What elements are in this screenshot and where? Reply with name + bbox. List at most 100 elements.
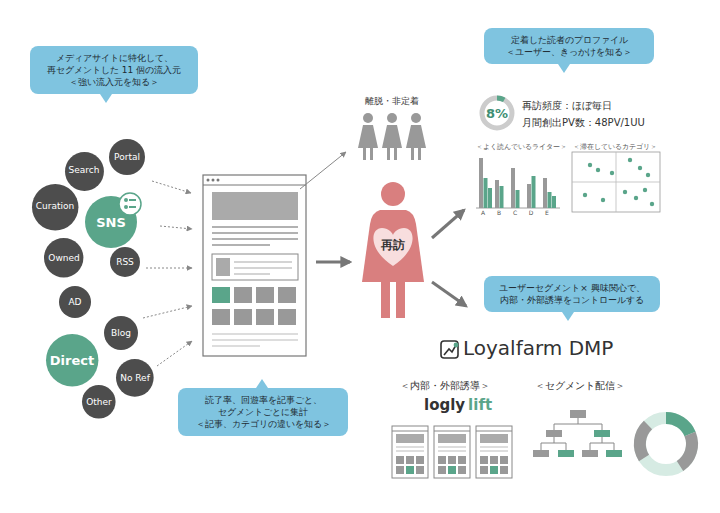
source-circle: AD [59, 286, 91, 318]
web-page-mock-part-part [234, 267, 292, 268]
source-circle: Portal [109, 139, 145, 175]
flow-arrow-part [432, 210, 464, 238]
profile-stat: 月間創出PV数：48PV/1UU [522, 117, 645, 129]
mini-page-mock-part [406, 466, 414, 474]
circle-shape [110, 247, 140, 277]
callout-text: ＜記事、カテゴリの違いを知る＞ [183, 418, 343, 430]
scatter-chart-part [572, 152, 660, 212]
callout-text: ユーザーセグメント× 興味関心で、 内部・外部誘導をコントロールする [489, 282, 655, 306]
scatter-chart-part [638, 166, 642, 170]
web-page-mock-part-part [212, 339, 298, 340]
circle-shape [46, 334, 98, 386]
scatter-chart-part [610, 171, 614, 175]
web-page-mock [203, 175, 306, 356]
segment-tree-part [558, 450, 574, 457]
web-page-mock-part [217, 179, 220, 182]
dmp-logo-icon-part [454, 343, 457, 346]
section-label: ＜セグメント配信＞ [535, 380, 625, 392]
profile-stat: 再訪頻度：ほぼ毎日 [522, 100, 612, 112]
scatter-chart-part [646, 173, 650, 177]
source-circle: Blog [104, 316, 138, 350]
chart-title: ＜滞在しているカテゴリ＞ [573, 144, 657, 151]
callout-text: ＜ユーザー、きっかけを知る＞ [489, 46, 649, 58]
dmp-logo-icon [441, 341, 458, 358]
churn-person-part [363, 113, 373, 123]
source-circle: Search [65, 152, 104, 191]
mini-page-mock-part [396, 466, 404, 474]
person-part [381, 182, 405, 206]
mini-page-mock-part [500, 466, 508, 474]
web-page-mock-part [212, 254, 298, 280]
rate-value: 8% [486, 107, 508, 120]
mini-page-mock-part [476, 426, 512, 478]
segment-tree-part [594, 430, 610, 437]
mini-page-mock-part [438, 434, 466, 443]
axis-label: A [481, 210, 485, 217]
callout-text: 読了率、回遊率を記事ごと、 セグメントごとに集計 [183, 394, 343, 418]
flow-arrow-part [432, 282, 466, 306]
source-circle: SNS [85, 196, 137, 248]
ring-part [497, 96, 505, 103]
web-page-mock-part-part [212, 244, 270, 246]
web-page-mock-part [234, 309, 252, 325]
source-label: SNS [96, 216, 126, 229]
churn-person [358, 113, 426, 160]
mini-page-mock-part [438, 451, 466, 452]
web-page-mock-part-part [212, 238, 298, 240]
product-logo: Loyalfarm DMP [463, 337, 613, 360]
churn-person-part [387, 113, 397, 123]
donut-chart-part [666, 418, 690, 434]
sns-icon [119, 193, 141, 215]
circle-shape [32, 184, 78, 230]
sns-icon-part [124, 205, 128, 209]
bar-chart-part [516, 190, 520, 208]
mini-page-mock-part [392, 431, 428, 432]
source-label: No Ref [120, 374, 150, 383]
churn-person-part [394, 148, 397, 160]
mini-page-mock [392, 426, 512, 478]
mini-page-mock-part [396, 456, 404, 464]
dotted-inflow-arrow-part [152, 181, 191, 193]
segment-tree-part [546, 430, 562, 437]
segment-tree-part [533, 450, 549, 457]
revisit-person: 再訪 [360, 180, 426, 320]
dotted-inflow-arrow-part [143, 306, 192, 318]
axis-label: B [497, 210, 501, 217]
flow-arrow-part [300, 152, 346, 189]
mini-page-mock-part [458, 466, 466, 474]
donut-chart [640, 418, 692, 470]
mini-page-mock-part [480, 456, 488, 464]
source-circle: Other [82, 385, 116, 419]
source-label: AD [68, 298, 81, 307]
scatter-chart-part [643, 188, 647, 192]
chart-title: ＜よく読んでいるライター＞ [476, 144, 567, 151]
web-page-mock-part [207, 179, 210, 182]
source-circle: RSS [110, 247, 140, 277]
source-label: Owned [48, 254, 79, 263]
circle-shape [82, 385, 116, 419]
scatter-chart-part [634, 196, 638, 200]
bar-chart [476, 158, 560, 208]
axis-label: E [545, 210, 549, 217]
web-page-mock-part [234, 262, 292, 274]
circle-shape [59, 286, 91, 318]
revisit-text: 再訪 [360, 239, 426, 252]
source-label: Search [69, 166, 100, 175]
churn-person-part [370, 148, 373, 160]
segment-tree-part [606, 450, 622, 457]
web-page-mock-part [256, 309, 274, 325]
source-circle: Owned [44, 238, 83, 277]
web-page-mock-part [212, 309, 230, 325]
scatter-chart [572, 152, 660, 212]
mini-page-mock-part [434, 431, 470, 432]
churn-person-part [411, 113, 421, 123]
source-label: Blog [111, 329, 131, 338]
mini-page-mock-part [406, 456, 414, 464]
web-page-mock-part [278, 309, 296, 325]
mini-page-mock-part [480, 447, 508, 448]
person-part [396, 282, 405, 318]
circle-shape [116, 359, 154, 397]
dotted-inflow-arrow-part [160, 226, 192, 229]
mini-page-mock-part [416, 456, 424, 464]
